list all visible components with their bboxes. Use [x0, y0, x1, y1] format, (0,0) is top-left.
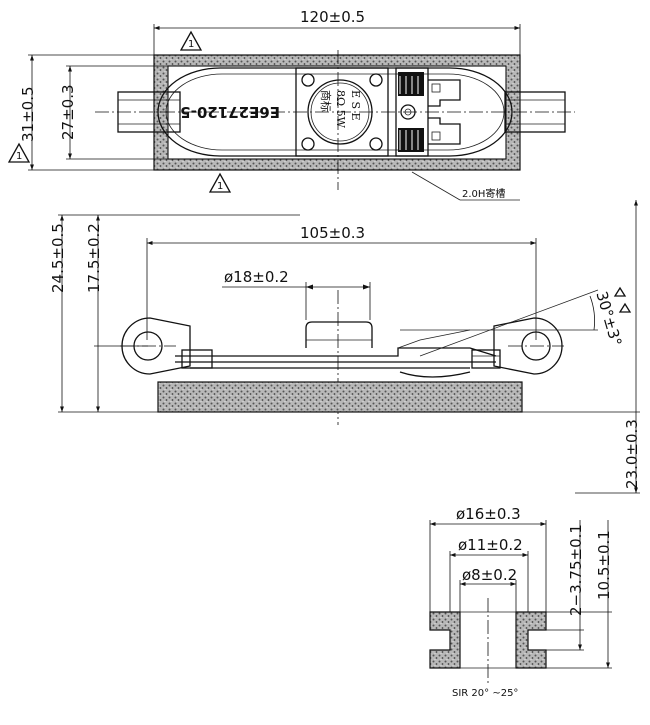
svg-text:1: 1 — [188, 39, 194, 50]
dim-magnet-dia-18: ø18±0.2 — [224, 268, 289, 286]
dim-length-120: 120±0.5 — [300, 8, 365, 26]
material-note: SIR 20° ~25° — [452, 688, 518, 699]
magnet-label-brand: E S E — [349, 90, 362, 121]
warning-triangle-icon: 1 — [208, 172, 232, 193]
magnet-cup — [305, 321, 373, 348]
dim-grommet-outer: ø16±0.3 — [456, 505, 521, 523]
dim-mount-height-17-5: 17.5±0.2 — [85, 223, 103, 293]
dim-total-height-24-5: 24.5±0.5 — [49, 223, 67, 293]
magnet-label-rating: 8Ω 5W — [334, 90, 347, 129]
side-ear-left — [121, 317, 191, 375]
svg-text:1: 1 — [217, 181, 223, 192]
vent-label: 2.0H寄槽 — [462, 187, 505, 200]
magnet-label-mark: 商标 — [319, 90, 333, 112]
foam-gasket-side — [157, 381, 523, 413]
terminal-block — [395, 67, 429, 157]
top-view: 120±0.5 E S E 8Ω 5W 商标 E6E271 — [7, 8, 575, 201]
warning-triangle-icon: 1 — [179, 30, 203, 51]
dim-grommet-height: 10.5±0.1 — [595, 530, 613, 600]
warning-triangle-icon — [613, 286, 627, 297]
dim-grommet-groove: 2−3.75±0.1 — [567, 524, 585, 616]
grommet-right-section — [515, 611, 547, 669]
dim-height-31: 31±0.5 — [19, 86, 37, 142]
dim-height-27: 27±0.3 — [59, 84, 77, 140]
side-ear-right — [493, 317, 563, 375]
model-label: E6E27120-5 — [180, 103, 280, 121]
dim-angle-30: 30°±3° — [592, 289, 625, 348]
warning-triangle-icon: 1 — [7, 142, 31, 163]
dim-grommet-mid: ø11±0.2 — [458, 536, 523, 554]
grommet-left-section — [429, 611, 461, 669]
warning-triangle-icon — [618, 302, 632, 313]
magnet-cap — [307, 79, 373, 145]
speaker-basket-outline — [157, 67, 513, 157]
dim-mount-spacing-105: 105±0.3 — [300, 224, 365, 242]
grommet-section: ø16±0.3 ø11±0.2 ø8±0.2 2−3.75±0.1 10.5±0… — [429, 505, 613, 699]
svg-text:1: 1 — [16, 151, 22, 162]
dim-depth-23: 23.0±0.3 — [623, 419, 641, 489]
side-view: 105±0.3 ø18±0.2 30°±3 — [49, 200, 641, 494]
magnet-plate — [295, 67, 389, 157]
dim-grommet-inner: ø8±0.2 — [462, 566, 517, 584]
